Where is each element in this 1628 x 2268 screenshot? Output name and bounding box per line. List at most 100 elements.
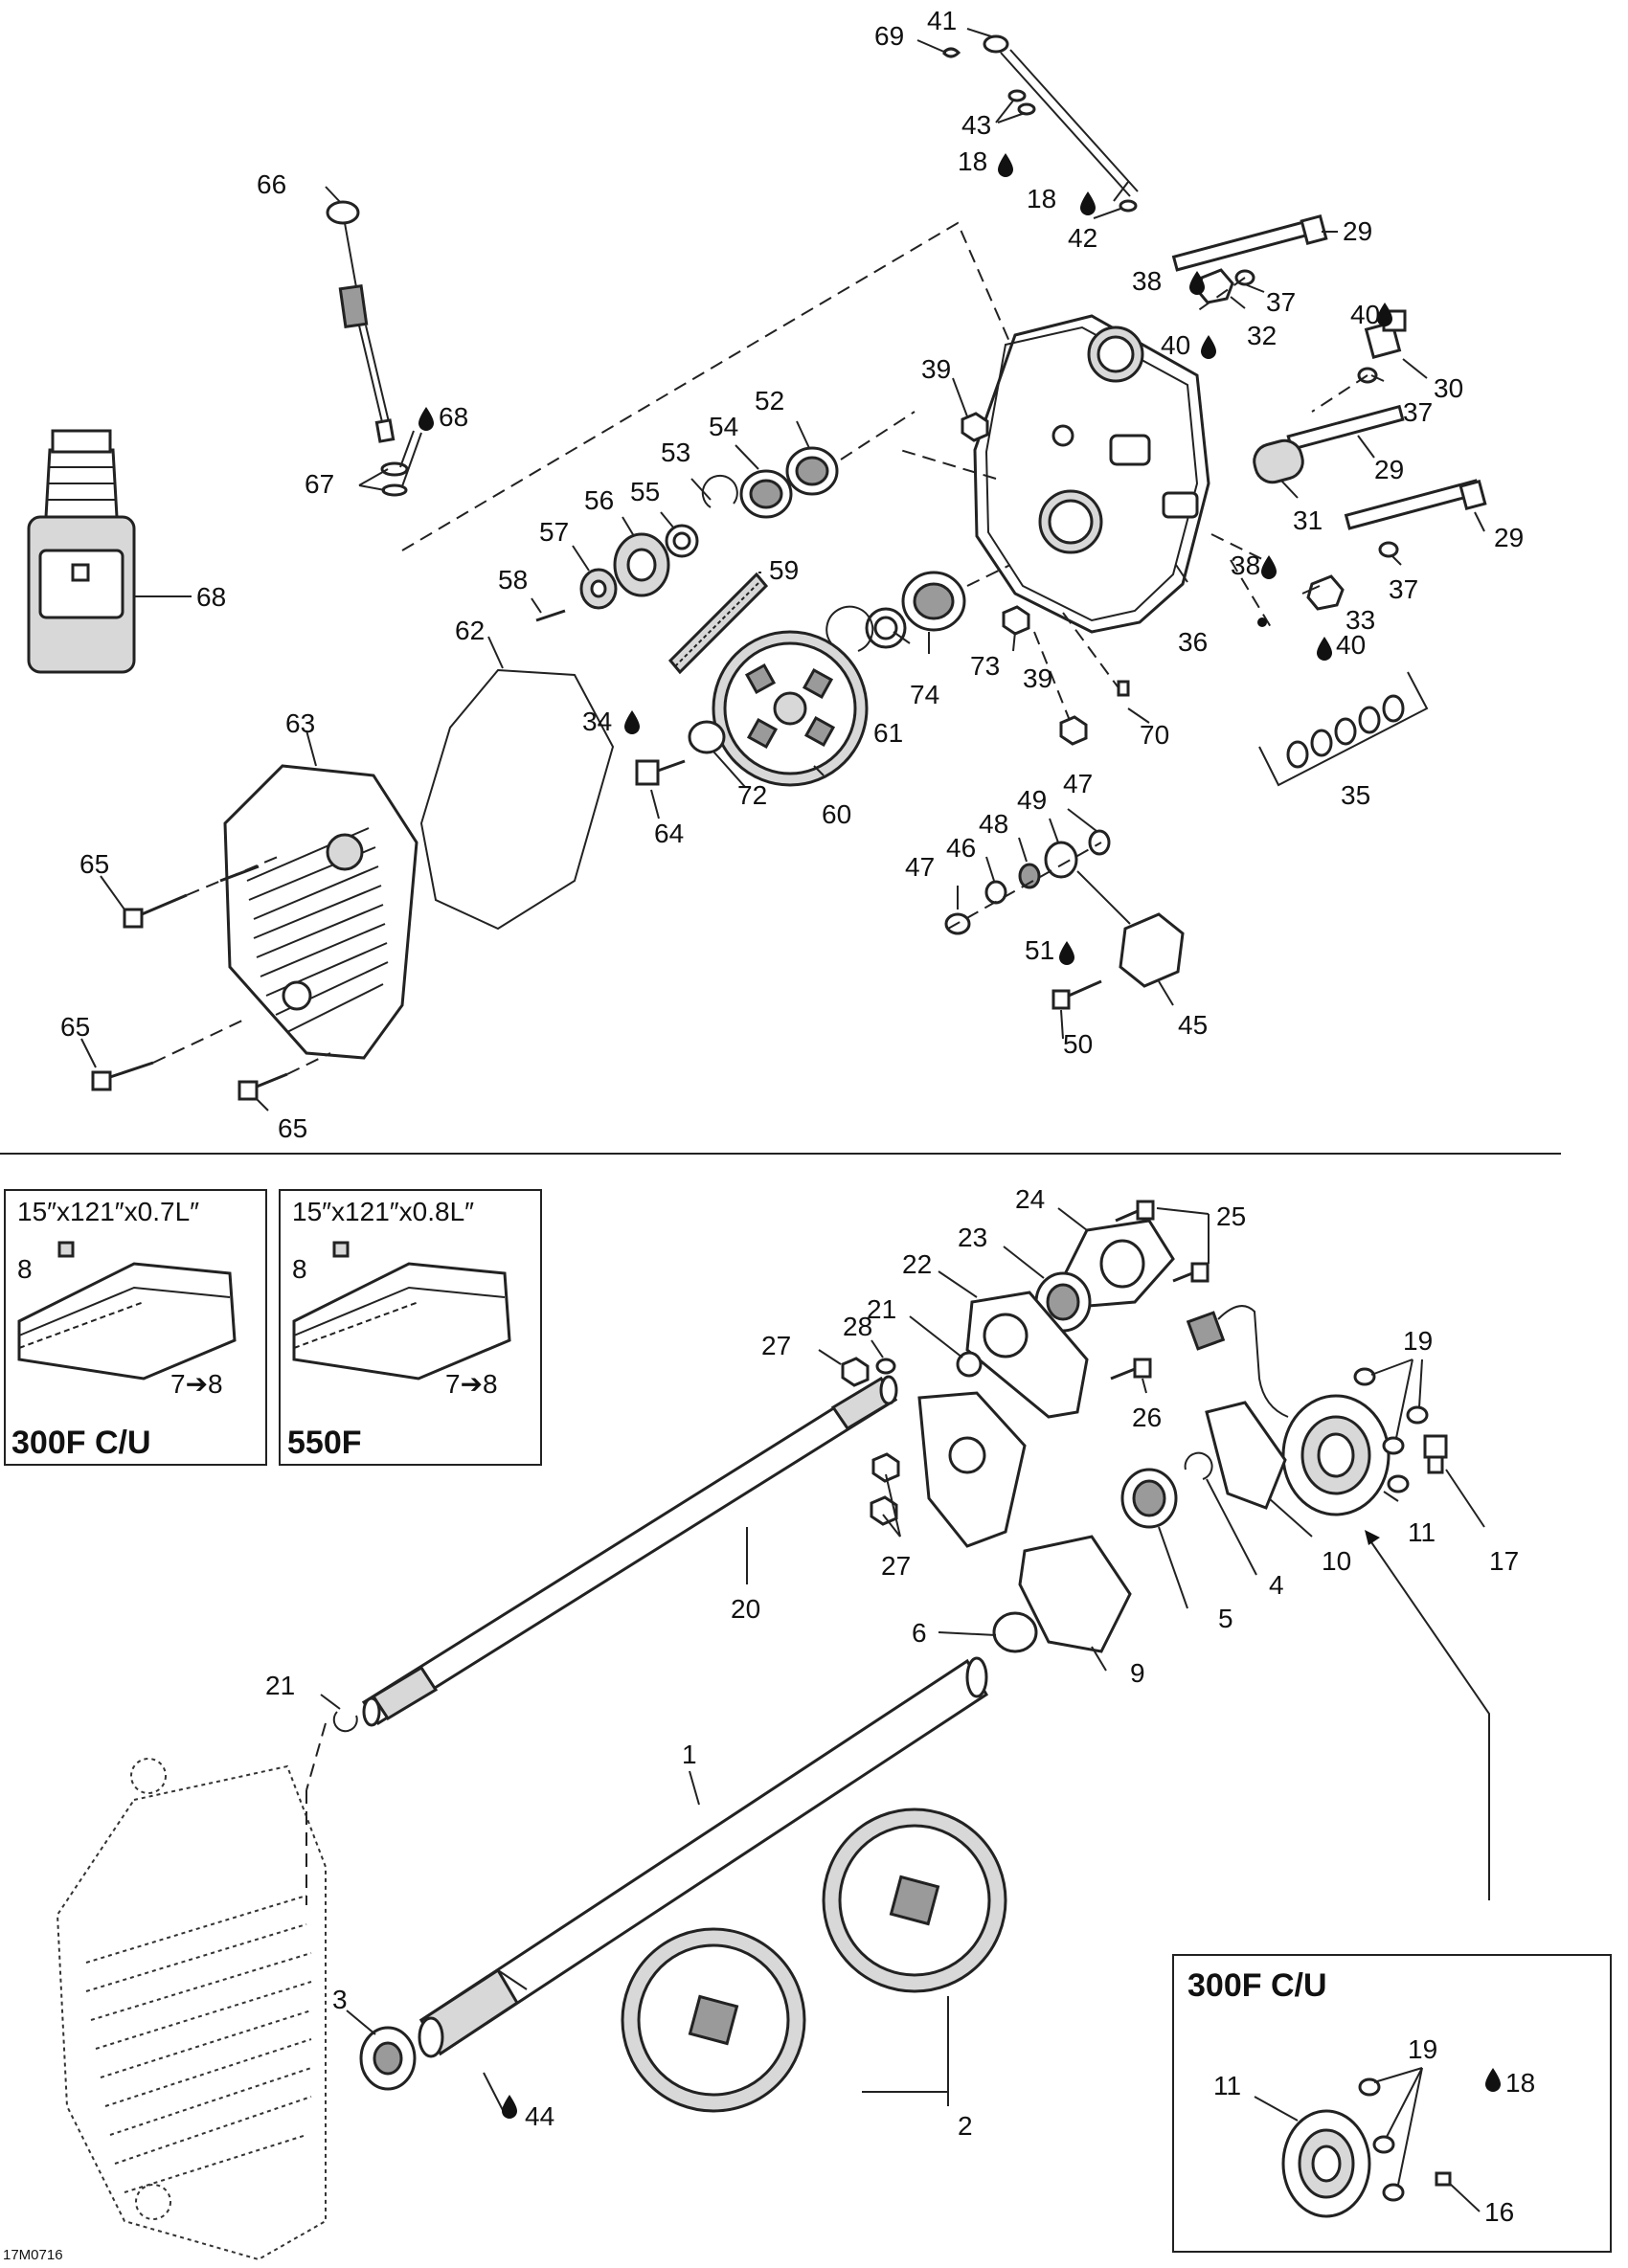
callout-54: 54 <box>709 412 738 441</box>
callout-16: 16 <box>1484 2197 1514 2227</box>
right-fasteners <box>1171 213 1487 611</box>
o-ring-67b <box>381 483 408 497</box>
callout-31: 31 <box>1293 505 1323 535</box>
callout-68: 68 <box>196 582 226 612</box>
callout-65: 65 <box>278 1113 307 1143</box>
callout-36: 36 <box>1178 627 1208 657</box>
washer-28 <box>875 1358 896 1375</box>
callout-23: 23 <box>958 1223 987 1252</box>
track-image-2 <box>292 1241 511 1381</box>
chain-59 <box>667 572 769 675</box>
callout-65: 65 <box>60 1012 90 1042</box>
bearing-housing-11 <box>1281 1394 1391 1516</box>
callout-60: 60 <box>822 799 851 829</box>
pin-70 <box>1117 680 1130 697</box>
callout-28: 28 <box>843 1312 872 1341</box>
nut-27b <box>871 1452 900 1483</box>
callout-37: 37 <box>1403 397 1433 427</box>
inset-bearing-housing-11 <box>1281 2077 1452 2218</box>
callout-61: 61 <box>873 718 903 748</box>
track-ref-8-2: 8 <box>292 1254 307 1284</box>
callout-30: 30 <box>1434 373 1463 403</box>
callout-19: 19 <box>1403 1326 1433 1356</box>
bolt-64 <box>635 759 660 786</box>
track-model-1: 300F C/U <box>11 1425 151 1461</box>
callout-25: 25 <box>1216 1201 1246 1231</box>
nut-27a <box>841 1357 870 1387</box>
callout-40: 40 <box>1161 330 1190 360</box>
nut-39c <box>1059 715 1088 746</box>
sprocket-57 <box>579 568 618 610</box>
chaincase-housing-36 <box>973 314 1210 634</box>
callout-4: 4 <box>1269 1570 1284 1600</box>
callout-52: 52 <box>755 386 784 415</box>
callout-37: 37 <box>1389 574 1418 604</box>
callout-27: 27 <box>881 1551 911 1581</box>
track-box-300f <box>4 1189 267 1466</box>
bolts-65 <box>91 865 288 1101</box>
callout-72: 72 <box>737 780 767 810</box>
callout-66: 66 <box>257 169 286 199</box>
callout-69: 69 <box>874 21 904 51</box>
track-ref-7-8-2: 7➔8 <box>445 1369 498 1399</box>
callout-43: 43 <box>961 110 991 140</box>
callout-18: 18 <box>1505 2068 1535 2098</box>
drive-axle-1 <box>418 1656 989 2058</box>
callout-3: 3 <box>332 1985 348 2014</box>
callout-73: 73 <box>970 651 1000 681</box>
callout-24: 24 <box>1015 1184 1045 1214</box>
callout-53: 53 <box>661 438 690 467</box>
callout-33: 33 <box>1345 605 1375 635</box>
callout-44: 44 <box>525 2101 554 2131</box>
o-ring-67a <box>380 461 409 477</box>
sprocket-56 <box>613 532 670 597</box>
inset-model-title: 300F C/U <box>1187 1967 1327 2004</box>
nut-39a <box>961 412 989 442</box>
shaft-20 <box>361 1375 898 1727</box>
callout-57: 57 <box>539 517 569 547</box>
callout-34: 34 <box>582 707 612 736</box>
gasket-62 <box>419 668 615 931</box>
shim-set-35 <box>1258 671 1429 787</box>
callout-26: 26 <box>1132 1403 1162 1432</box>
callout-11: 11 <box>1213 2071 1241 2100</box>
callout-39: 39 <box>921 354 951 384</box>
nut-39b <box>1002 605 1030 636</box>
callout-42: 42 <box>1068 223 1097 253</box>
chaincase-cover-63 <box>223 764 418 1060</box>
callout-50: 50 <box>1063 1029 1093 1059</box>
circlip-4 <box>1184 1451 1213 1480</box>
track-spec-2: 15″x121″x0.8L″ <box>292 1197 474 1226</box>
callout-74: 74 <box>910 680 939 709</box>
gear-60 <box>712 630 869 787</box>
callout-40: 40 <box>1350 300 1380 329</box>
drive-sprocket-2a <box>621 1927 806 2113</box>
callout-29: 29 <box>1343 216 1372 246</box>
callout-35: 35 <box>1341 780 1370 810</box>
callout-40: 40 <box>1336 630 1366 660</box>
callout-labels: 69 41 43 18 18 42 29 38 37 40 32 40 30 3… <box>60 6 1535 2227</box>
callout-29: 29 <box>1374 455 1404 484</box>
track-image-1 <box>17 1241 237 1381</box>
oil-drop-icons <box>418 153 1501 2119</box>
callout-64: 64 <box>654 819 684 848</box>
washer-42 <box>1119 199 1138 213</box>
callout-56: 56 <box>584 485 614 515</box>
bearing-housing-upper <box>956 1219 1175 1419</box>
callout-45: 45 <box>1178 1010 1208 1040</box>
callout-6: 6 <box>912 1618 927 1648</box>
callout-9: 9 <box>1130 1658 1145 1688</box>
callout-19: 19 <box>1408 2034 1437 2064</box>
callout-21: 21 <box>265 1671 295 1700</box>
callout-46: 46 <box>946 833 976 863</box>
callout-59: 59 <box>769 555 799 585</box>
speed-sensor <box>1186 1305 1289 1418</box>
callout-27: 27 <box>761 1331 791 1360</box>
fitting-17 <box>1423 1434 1448 1474</box>
callout-37: 37 <box>1266 287 1296 317</box>
seal-3 <box>359 2026 417 2091</box>
bearings-top <box>665 446 966 652</box>
callout-20: 20 <box>731 1594 760 1624</box>
callout-70: 70 <box>1140 720 1169 750</box>
